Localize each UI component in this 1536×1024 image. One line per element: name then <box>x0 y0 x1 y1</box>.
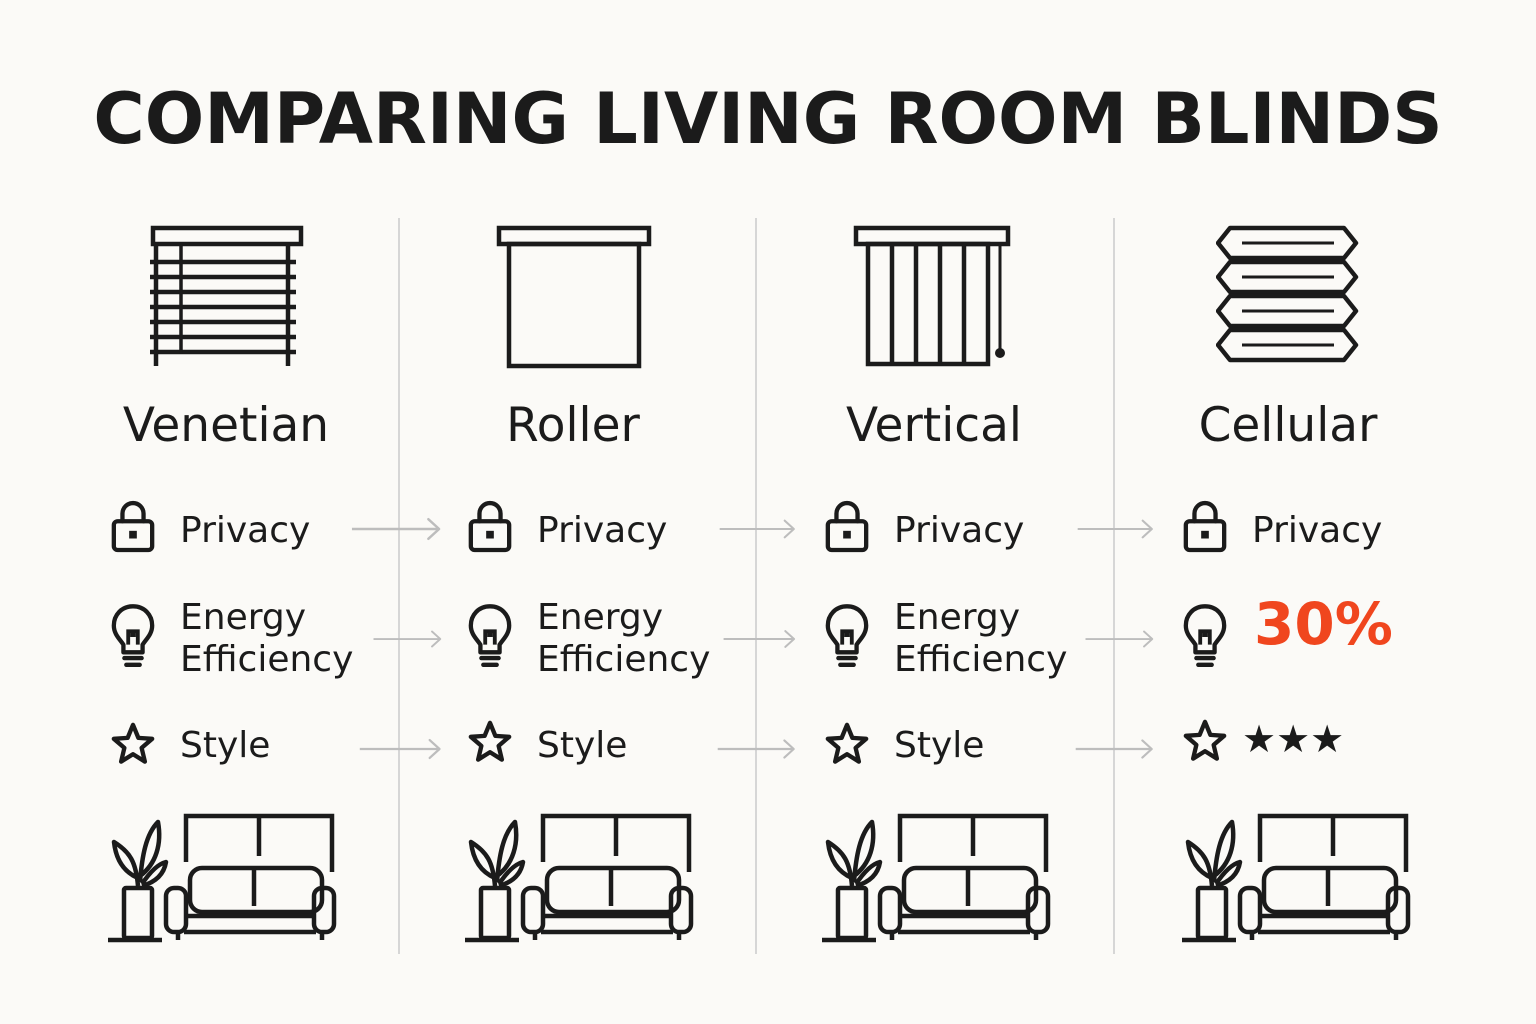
page-title: COMPARING LIVING ROOM BLINDS <box>93 78 1443 160</box>
column-divider <box>755 218 757 954</box>
feature-energy-efficiency: Energy Efficiency <box>180 597 354 680</box>
arrow-right-icon <box>718 514 798 544</box>
lightbulb-icon <box>110 602 156 672</box>
star-icon <box>1182 718 1228 764</box>
arrow-right-icon <box>350 514 444 544</box>
arrow-right-icon <box>722 624 798 654</box>
lightbulb-icon <box>824 602 870 672</box>
lock-icon <box>110 500 156 554</box>
column-divider <box>398 218 400 954</box>
energy-efficiency-value: 30% <box>1254 590 1393 658</box>
feature-style: Style <box>180 725 271 766</box>
star-icon <box>824 721 870 767</box>
arrow-right-icon <box>358 734 444 764</box>
style-rating: ★★★ <box>1242 717 1345 761</box>
feature-energy-efficiency: Energy Efficiency <box>537 597 711 680</box>
lock-icon <box>467 500 513 554</box>
feature-privacy: Privacy <box>537 510 668 551</box>
lock-icon <box>1182 500 1228 554</box>
feature-privacy: Privacy <box>180 510 311 551</box>
living-room-icon <box>820 812 1052 944</box>
feature-privacy: Privacy <box>894 510 1025 551</box>
arrow-right-icon <box>372 624 444 654</box>
arrow-right-icon <box>1074 734 1156 764</box>
lightbulb-icon <box>1182 602 1228 672</box>
cellular-blind-icon <box>1216 225 1359 363</box>
feature-energy-efficiency: Energy Efficiency <box>894 597 1068 680</box>
arrow-right-icon <box>1076 514 1156 544</box>
lock-icon <box>824 500 870 554</box>
living-room-icon <box>1180 812 1412 944</box>
blind-name: Venetian <box>122 398 330 453</box>
arrow-right-icon <box>716 734 798 764</box>
feature-style: Style <box>537 725 628 766</box>
vertical-blind-icon <box>853 225 1011 367</box>
living-room-icon <box>106 812 338 944</box>
feature-style: Style <box>894 725 985 766</box>
blind-name: Cellular <box>1198 398 1378 453</box>
lightbulb-icon <box>467 602 513 672</box>
blind-name: Roller <box>506 398 640 453</box>
roller-blind-icon <box>496 225 652 369</box>
blind-name: Vertical <box>846 398 1022 453</box>
star-icon <box>110 721 156 767</box>
star-icon <box>467 719 513 765</box>
arrow-right-icon <box>1084 624 1156 654</box>
feature-privacy: Privacy <box>1252 510 1383 551</box>
column-divider <box>1113 218 1115 954</box>
venetian-blind-icon <box>150 225 304 366</box>
living-room-icon <box>463 812 695 944</box>
